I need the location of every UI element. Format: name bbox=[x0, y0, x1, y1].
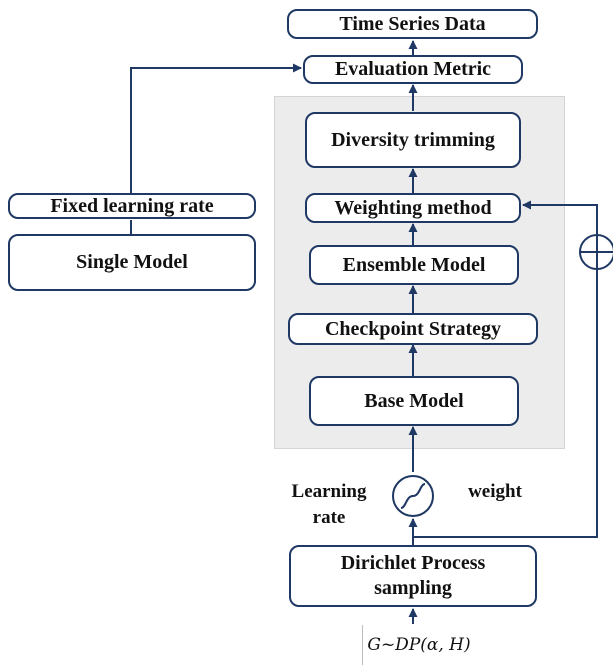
diversity-trimming-node: Diversity trimming bbox=[305, 112, 521, 168]
learning-rate-label: Learning rate bbox=[276, 479, 382, 530]
weight-label-text: weight bbox=[468, 481, 522, 502]
dirichlet-process-label-line1: Dirichlet Process bbox=[340, 552, 486, 574]
dirichlet-process-label-line2: sampling bbox=[374, 577, 452, 599]
base-model-label: Base Model bbox=[364, 389, 464, 412]
learning-rate-label-line1: Learning bbox=[291, 481, 367, 502]
fixed-learning-rate-label: Fixed learning rate bbox=[50, 194, 214, 217]
evaluation-metric-label: Evaluation Metric bbox=[334, 58, 492, 80]
circle-plus-icon bbox=[579, 234, 613, 270]
dirichlet-process-node: Dirichlet Process sampling bbox=[289, 545, 537, 607]
evaluation-metric-node: Evaluation Metric bbox=[303, 55, 523, 84]
fixed-learning-rate-node: Fixed learning rate bbox=[8, 193, 256, 219]
base-model-node: Base Model bbox=[309, 376, 519, 426]
ensemble-model-label: Ensemble Model bbox=[342, 253, 486, 276]
single-model-label: Single Model bbox=[76, 251, 188, 273]
arrow-weight-feedback bbox=[413, 200, 598, 538]
arrow-single-to-eval bbox=[130, 63, 302, 193]
weighting-method-node: Weighting method bbox=[305, 193, 521, 223]
weighting-method-label: Weighting method bbox=[334, 196, 492, 219]
weight-label: weight bbox=[450, 479, 540, 505]
single-model-node: Single Model bbox=[8, 234, 256, 291]
time-series-data-label: Time Series Data bbox=[339, 12, 486, 35]
checkpoint-strategy-label: Checkpoint Strategy bbox=[324, 317, 502, 340]
time-series-data-node: Time Series Data bbox=[287, 9, 538, 39]
checkpoint-strategy-node: Checkpoint Strategy bbox=[288, 313, 538, 345]
learning-rate-label-line2: rate bbox=[312, 506, 346, 528]
ensemble-model-node: Ensemble Model bbox=[309, 245, 519, 285]
sine-wave-circle-icon bbox=[392, 475, 434, 517]
dirichlet-formula-text: G~DP(α, H) bbox=[367, 635, 471, 655]
diversity-trimming-label: Diversity trimming bbox=[331, 128, 495, 151]
dirichlet-formula: G~DP(α, H) bbox=[362, 625, 475, 665]
